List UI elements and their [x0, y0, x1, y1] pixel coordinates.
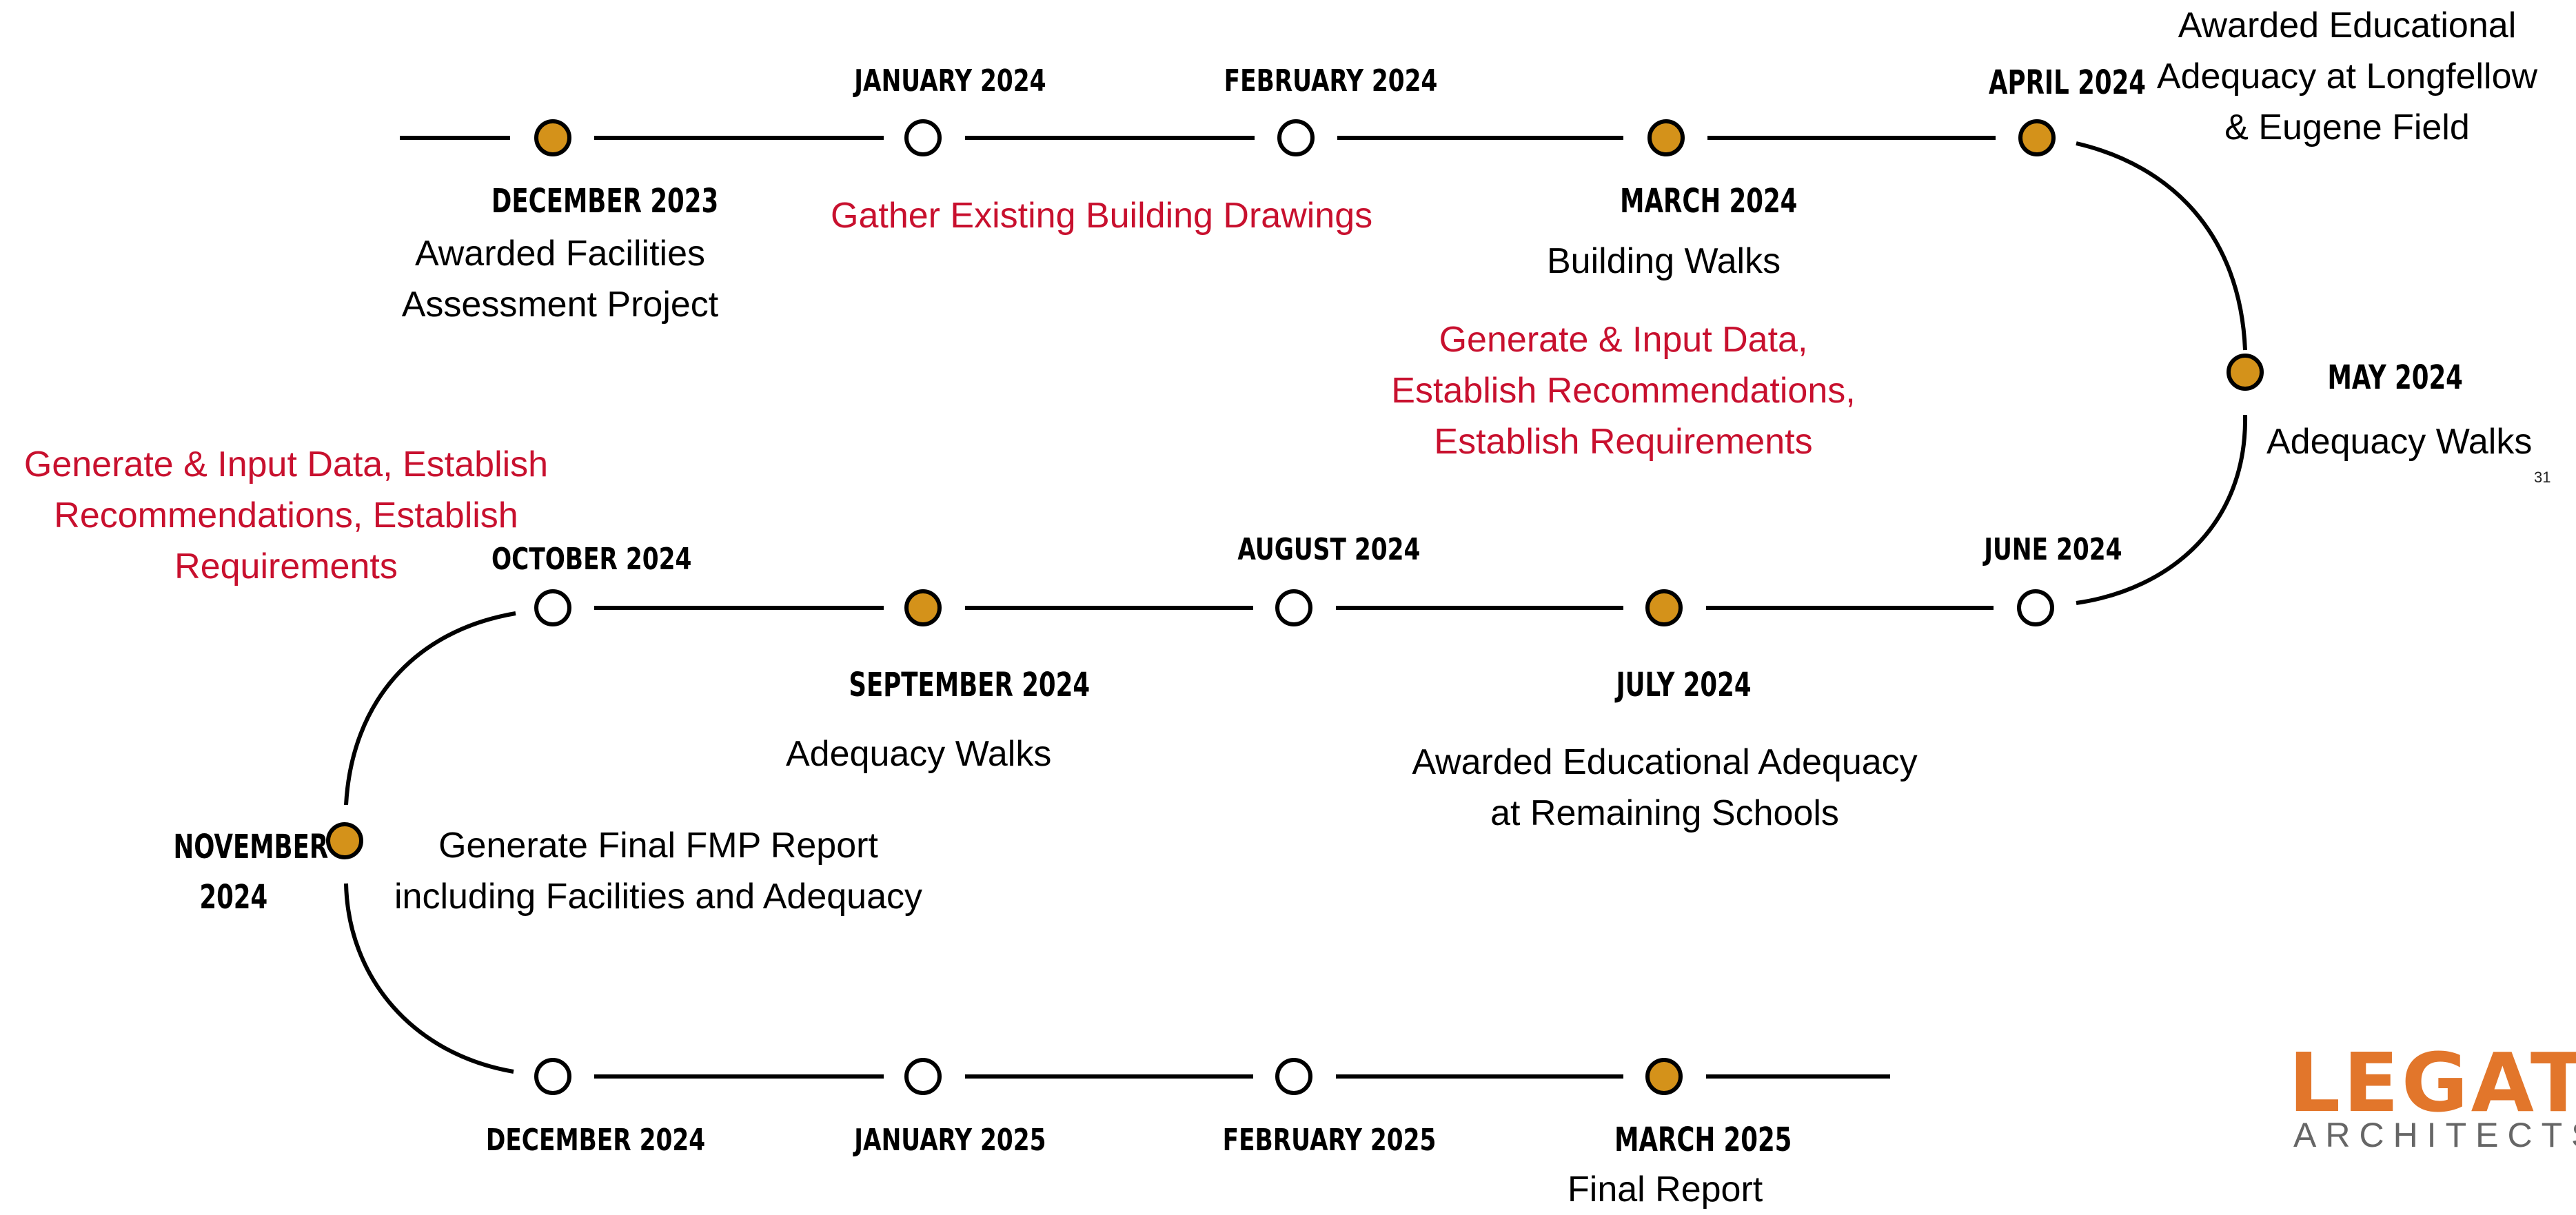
month-label-sep-2024: SEPTEMBER 2024 — [849, 666, 1091, 704]
month-label-may-2024: MAY 2024 — [2327, 358, 2463, 397]
milestone-circle-jan-2024 — [904, 119, 942, 156]
month-label-oct-2024: OCTOBER 2024 — [491, 542, 692, 577]
month-label-dec-2023: DECEMBER 2023 — [491, 182, 719, 221]
event-apr-2024-line-2: Adequacy at Longfellow — [2156, 57, 2538, 96]
milestone-circle-may-2024 — [2227, 354, 2264, 391]
timeline-curve — [344, 611, 516, 806]
event-oct-2024-line-1: Generate & Input Data, Establish — [23, 445, 549, 484]
milestone-circle-nov-2024 — [326, 822, 363, 859]
month-label-nov-2024-line2: 2024 — [199, 878, 268, 917]
event-oct-2024-line-3: Requirements — [174, 547, 398, 586]
milestone-circle-sep-2024 — [904, 589, 942, 626]
event-nov-2024: Generate Final FMP Report including Faci… — [383, 820, 934, 922]
milestone-circle-jul-2024 — [1645, 589, 1683, 626]
event-jul-2024-line-1: Awarded Educational Adequacy — [1412, 742, 1918, 782]
event-may-2024-line-1: Adequacy Walks — [2266, 422, 2533, 462]
event-oct-2024-line-2: Recommendations, Establish — [54, 496, 518, 535]
milestone-circle-apr-2024 — [2018, 119, 2056, 156]
event-mar-2024-data: Generate & Input Data, Establish Recomme… — [1375, 314, 1872, 467]
milestone-circle-mar-2024 — [1647, 119, 1685, 156]
month-label-jan-2024: JANUARY 2024 — [854, 63, 1046, 99]
milestone-circle-jun-2024 — [2017, 589, 2054, 626]
month-label-nov-2024-line1: NOVEMBER — [173, 828, 329, 866]
timeline-curve — [2076, 414, 2248, 605]
event-mar-2024-data-line-2: Establish Recommendations, — [1391, 371, 1856, 411]
milestone-circle-oct-2024 — [534, 589, 571, 626]
event-apr-2024: Awarded Educational Adequacy at Longfell… — [2147, 0, 2547, 153]
event-jul-2024: Awarded Educational Adequacy at Remainin… — [1386, 737, 1944, 839]
timeline-milestones — [326, 119, 2264, 1095]
event-sep-2024: Adequacy Walks — [786, 728, 1051, 779]
month-label-dec-2024: DECEMBER 2024 — [485, 1123, 706, 1158]
month-label-aug-2024: AUGUST 2024 — [1237, 532, 1421, 567]
event-apr-2024-line-1: Awarded Educational — [2178, 6, 2517, 45]
event-dec-2023: Awarded Facilities Assessment Project — [396, 228, 724, 330]
event-oct-2024: Generate & Input Data, Establish Recomme… — [7, 439, 565, 592]
milestone-circle-feb-2024 — [1277, 119, 1315, 156]
event-apr-2024-line-3: & Eugene Field — [2224, 108, 2470, 147]
logo-wordmark: LEGAT — [2289, 1035, 2576, 1130]
month-label-mar-2024: MARCH 2024 — [1620, 182, 1798, 221]
milestone-circle-mar-2025 — [1645, 1058, 1683, 1095]
event-gather-drawings: Gather Existing Building Drawings — [831, 190, 1372, 241]
month-label-jul-2024: JULY 2024 — [1616, 666, 1752, 704]
timeline-path — [344, 136, 2248, 1079]
event-sep-2024-line-1: Adequacy Walks — [786, 734, 1052, 774]
logo-subtitle: ARCHITECTS — [2293, 1116, 2576, 1154]
event-gather-drawings-line-1: Gather Existing Building Drawings — [831, 196, 1373, 236]
event-mar-2024-data-line-3: Establish Requirements — [1434, 422, 1813, 462]
event-building-walks: Building Walks — [1547, 236, 1781, 287]
page-number: 31 — [2534, 469, 2551, 486]
event-may-2024: Adequacy Walks — [2266, 416, 2532, 467]
milestone-circle-jan-2025 — [904, 1058, 942, 1095]
event-mar-2025-line-1: Final Report — [1568, 1170, 1763, 1209]
event-nov-2024-line-2: including Facilities and Adequacy — [394, 877, 923, 917]
milestone-circle-dec-2024 — [534, 1058, 571, 1095]
event-dec-2023-line-2: Assessment Project — [401, 285, 719, 325]
timeline-curve — [2076, 141, 2247, 351]
month-label-apr-2024: APRIL 2024 — [1989, 63, 2147, 102]
milestone-circle-feb-2025 — [1275, 1058, 1312, 1095]
month-label-feb-2025: FEBRUARY 2025 — [1222, 1123, 1437, 1158]
month-label-mar-2025: MARCH 2025 — [1614, 1121, 1792, 1159]
month-label-feb-2024: FEBRUARY 2024 — [1224, 63, 1438, 99]
event-jul-2024-line-2: at Remaining Schools — [1490, 793, 1839, 833]
timeline-curve — [344, 883, 514, 1074]
month-label-jan-2025: JANUARY 2025 — [854, 1123, 1046, 1158]
event-mar-2024-data-line-1: Generate & Input Data, — [1439, 320, 1808, 360]
event-mar-2025: Final Report — [1568, 1164, 1763, 1215]
month-label-jun-2024: JUNE 2024 — [1984, 532, 2122, 567]
milestone-circle-dec-2023 — [534, 119, 571, 156]
milestone-circle-aug-2024 — [1275, 589, 1312, 626]
event-nov-2024-line-1: Generate Final FMP Report — [438, 826, 878, 866]
event-dec-2023-line-1: Awarded Facilities — [414, 234, 705, 274]
event-building-walks-line-1: Building Walks — [1547, 241, 1781, 281]
